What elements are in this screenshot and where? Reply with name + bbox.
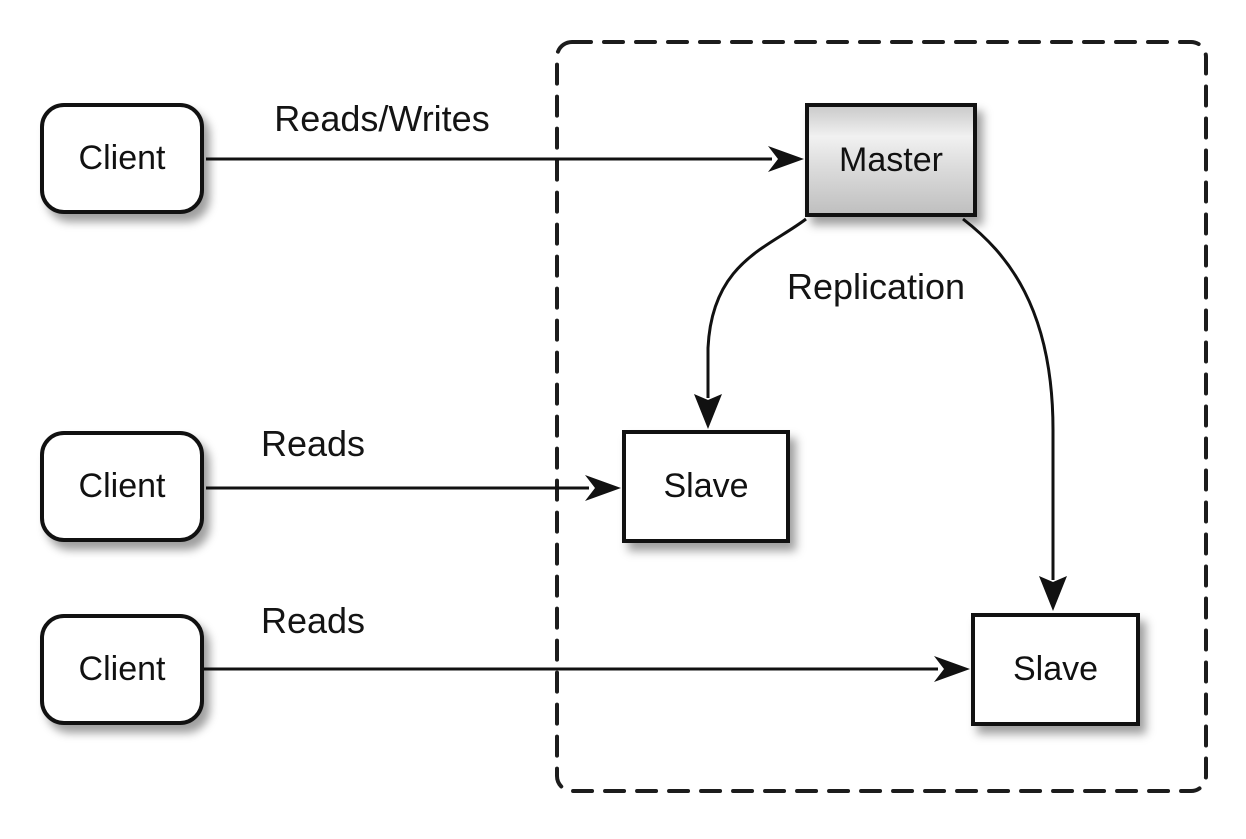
node-slave-2: Slave [971, 613, 1140, 726]
replication-group-border [555, 40, 1208, 793]
node-client-1-label: Client [78, 139, 166, 177]
edge-replication-arrow-right [962, 217, 1067, 611]
node-slave-1: Slave [622, 430, 790, 543]
edge-label-reads-2: Reads [260, 600, 366, 641]
edge-replication-arrow-left [694, 217, 807, 429]
edge-reads-arrow-2 [204, 656, 970, 682]
node-client-2-label: Client [78, 467, 166, 505]
node-client-1: Client [40, 103, 204, 214]
edge-label-reads-1: Reads [260, 423, 366, 464]
node-client-2: Client [40, 431, 204, 542]
node-master-label: Master [839, 140, 943, 179]
node-slave-1-label: Slave [663, 467, 749, 505]
edge-label-reads-writes: Reads/Writes [274, 98, 490, 139]
node-client-3-label: Client [78, 650, 166, 688]
edge-reads-arrow-1 [206, 475, 621, 501]
edge-reads-writes-arrow [206, 146, 804, 172]
node-client-3: Client [40, 614, 204, 725]
node-slave-2-label: Slave [1012, 650, 1099, 688]
node-master: Master [805, 103, 977, 217]
edge-label-replication: Replication [786, 266, 966, 307]
